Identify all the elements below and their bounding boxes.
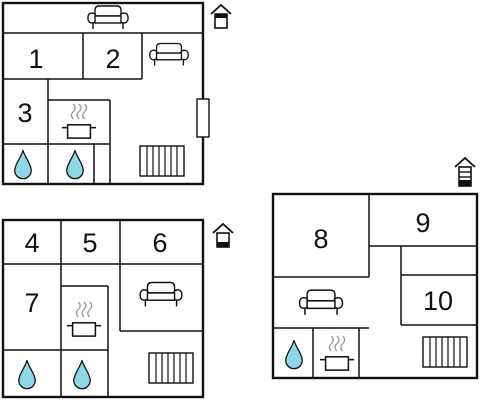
room-6-label: 6 [152, 228, 167, 258]
radiator-icon [139, 145, 185, 177]
room-4-label: 4 [24, 228, 39, 258]
room-8-label: 8 [313, 224, 328, 254]
floor-level-icon [454, 157, 476, 187]
floor-level-icon [210, 4, 232, 29]
floor-level-icon [212, 223, 234, 248]
room-1-label: 1 [28, 44, 43, 74]
radiator-icon [148, 352, 194, 384]
room-2-label: 2 [105, 44, 120, 74]
radiator-icon [422, 336, 468, 368]
room-9-label: 9 [415, 208, 430, 238]
door-icon [196, 98, 210, 138]
room-10-label: 10 [423, 286, 453, 316]
floor-bottom-left: 4 5 6 7 [1, 218, 234, 399]
room-7-label: 7 [24, 288, 39, 318]
room-3-label: 3 [17, 98, 32, 128]
floor-right: 8 9 10 [271, 157, 479, 380]
room-5-label: 5 [82, 228, 97, 258]
floor-top-left: 1 2 3 [1, 1, 232, 186]
